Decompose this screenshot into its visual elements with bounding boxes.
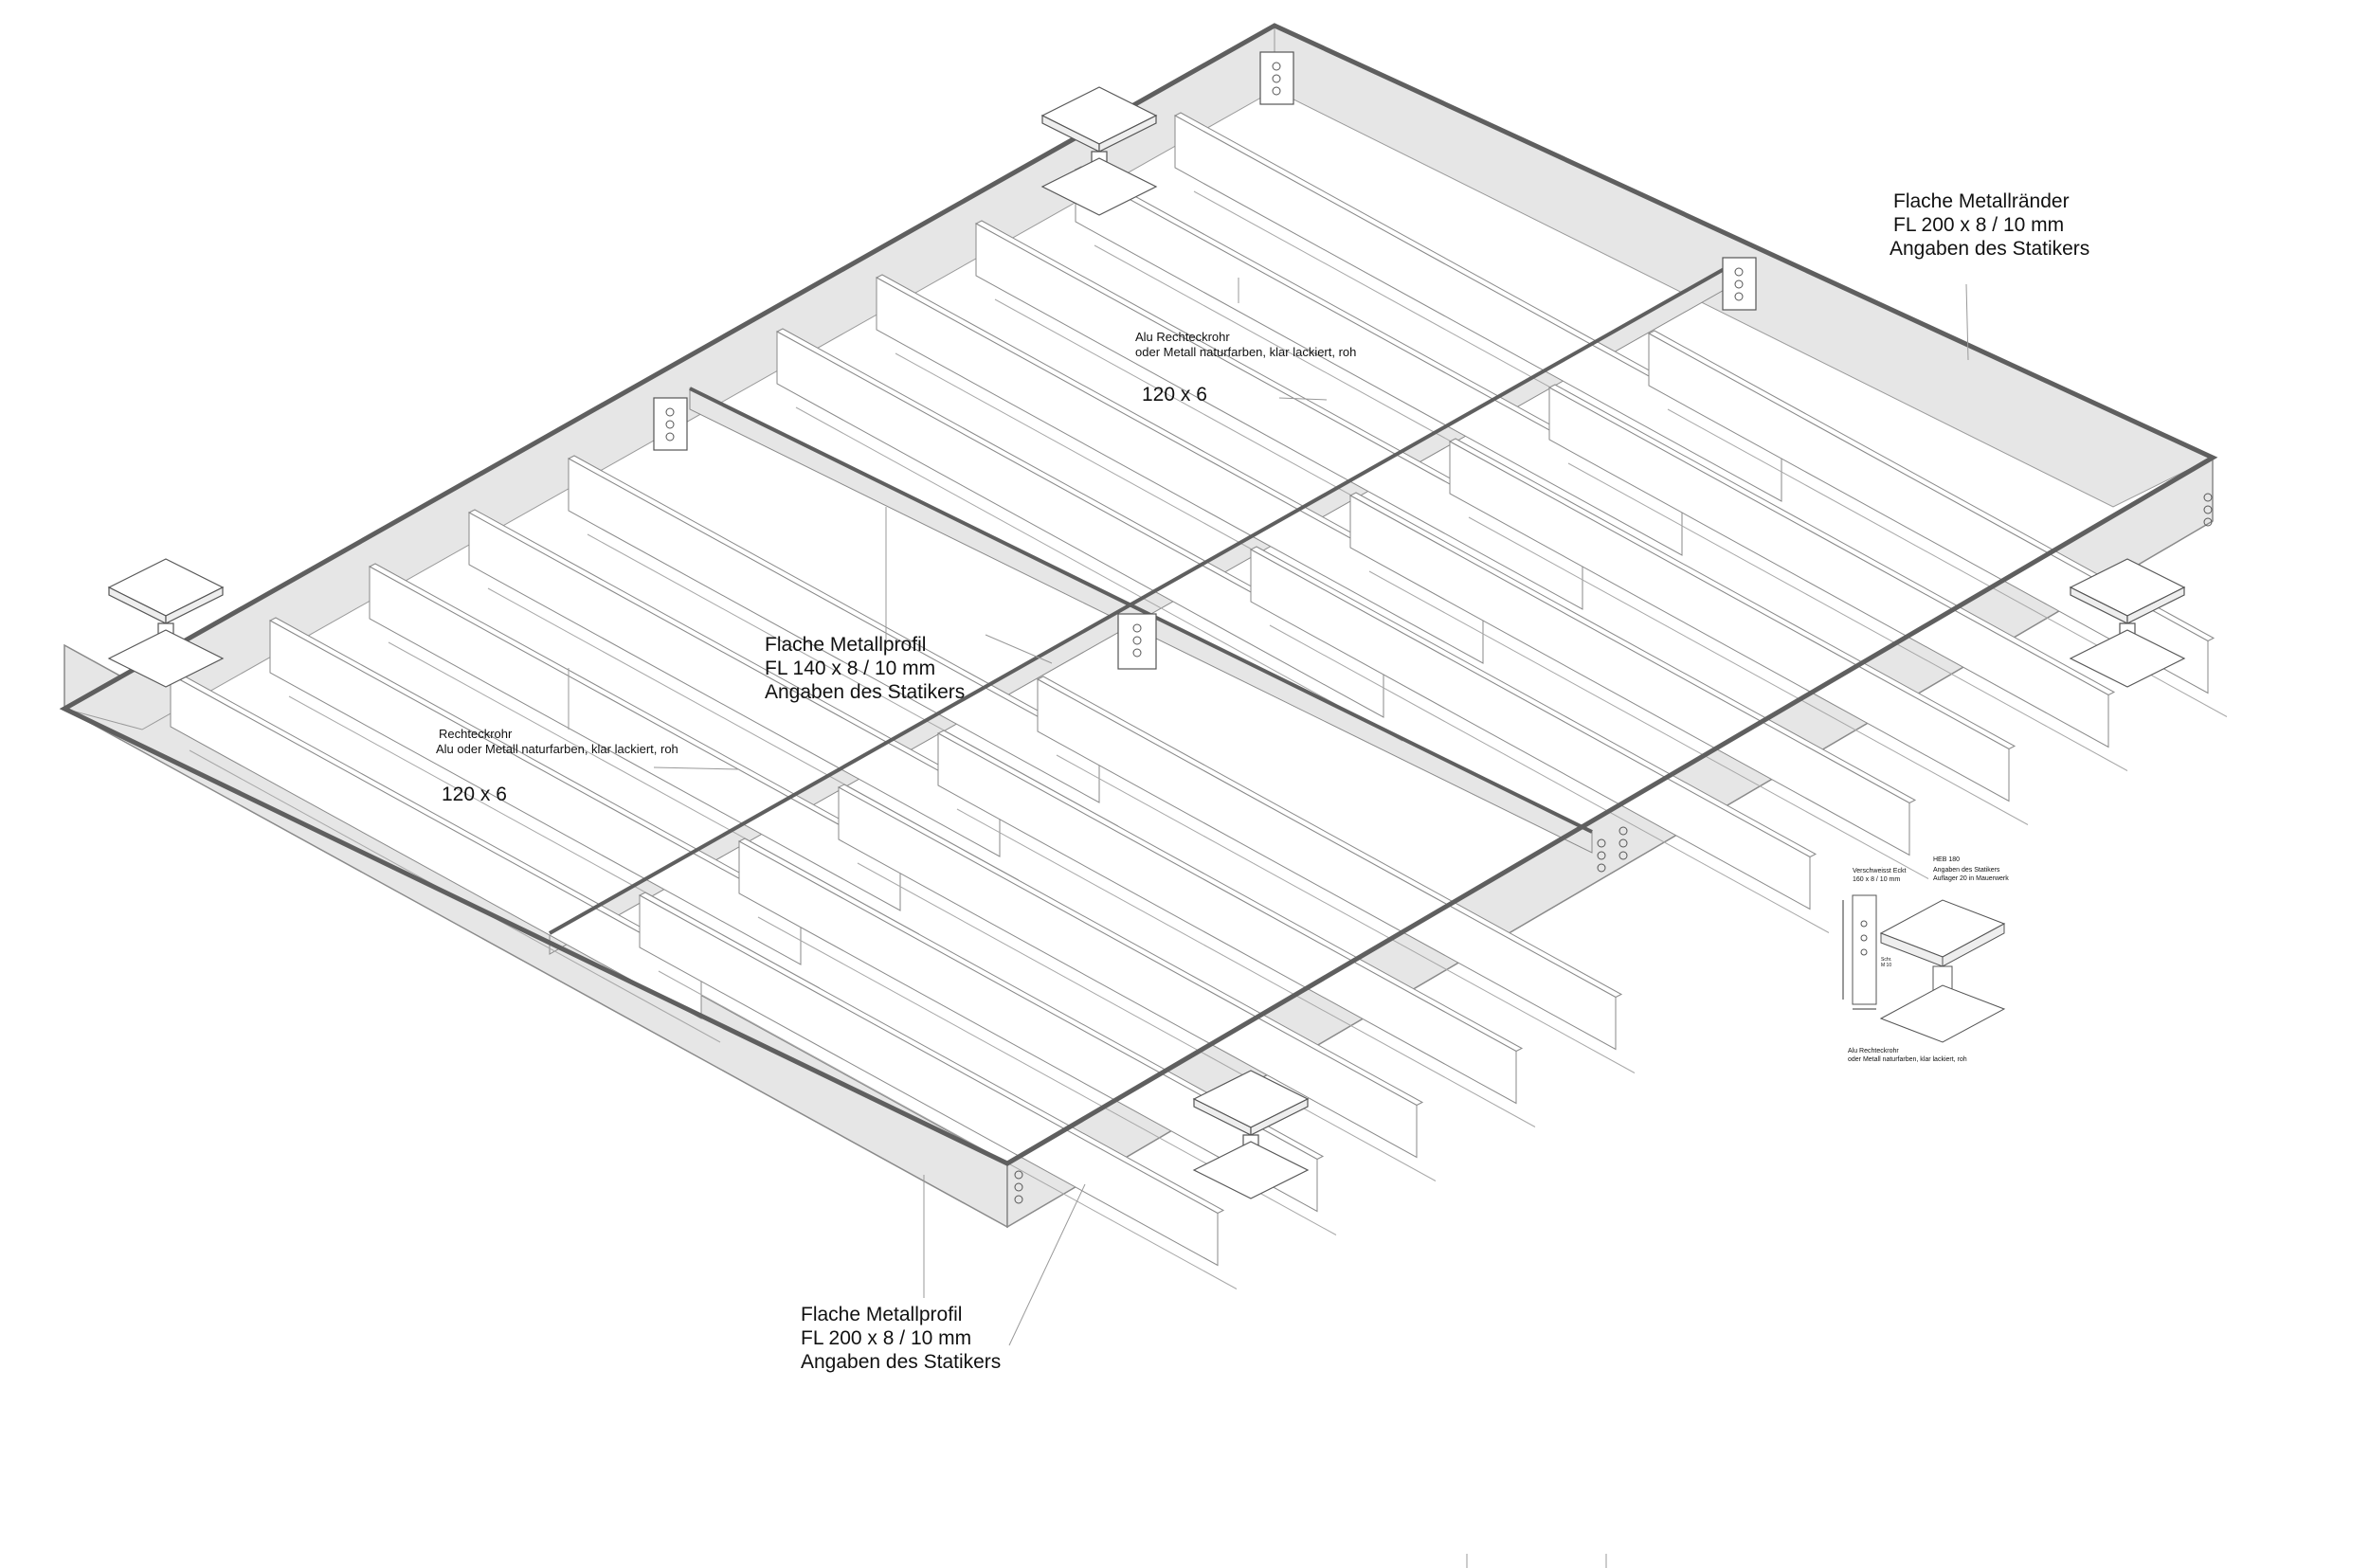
detail-small-label: Schr. M 10 <box>1881 957 1891 968</box>
bolts-front-corner <box>1014 1170 1023 1204</box>
slat-face-13 <box>1075 169 1683 556</box>
slat-floor-line-18 <box>1567 462 2128 771</box>
slat-face-4 <box>568 458 1100 803</box>
support-top-flange-front-0 <box>1098 115 1157 153</box>
slat-floor-line-9 <box>1056 754 1636 1073</box>
top-right-line2: FL 200 x 8 / 10 mm <box>1893 214 2065 236</box>
slat-floor-line-16 <box>1368 570 1929 879</box>
left-tube-label: Rechteckrohr Alu oder Metall naturfarben… <box>436 727 678 757</box>
bottom-line1: Flache Metallprofil <box>801 1304 963 1325</box>
center-line1: Flache Metallprofil <box>765 634 927 656</box>
center-divider-long <box>689 387 1593 834</box>
center-divider-cross <box>549 261 1735 935</box>
detail-heb-label: HEB 180 Angaben des Statikers Auflager 2… <box>1933 856 2009 883</box>
upper-tube-line1: Alu Rechteckrohr <box>1135 330 1230 344</box>
detail-small2: M 10 <box>1881 963 1892 968</box>
left-tube-line2: Alu oder Metall naturfarben, klar lackie… <box>436 742 678 756</box>
detail-heb-note2: Auflager 20 in Mauerwerk <box>1933 875 2009 882</box>
bottom-label: Flache Metallprofil FL 200 x 8 / 10 mm A… <box>801 1303 1001 1374</box>
upper-tube-line2: oder Metall naturfarben, klar lackiert, … <box>1135 345 1357 359</box>
detail-inset <box>1842 894 2006 1043</box>
tube-slats <box>169 112 2228 1289</box>
heb-supports <box>107 86 2186 1199</box>
slat-floor-line-15 <box>1269 624 1830 933</box>
support-top-flange-front-3 <box>1250 1098 1309 1136</box>
slat-face-16 <box>1349 495 1910 856</box>
slat-face-3 <box>468 512 1001 857</box>
detail-heb: HEB 180 <box>1933 856 1961 863</box>
slat-face-10 <box>776 331 1384 718</box>
detail-corner2: 160 x 8 / 10 mm <box>1853 876 1901 883</box>
slat-face-14 <box>1174 115 1782 502</box>
slat-face-17 <box>1449 441 2010 802</box>
support-bottom-flange-0 <box>1040 157 1158 216</box>
top-right-line1: Flache Metallränder <box>1893 190 2070 212</box>
detail-corner1: Verschweisst Eckt <box>1853 868 1907 874</box>
plate-top <box>1259 51 1294 105</box>
slat-face-19 <box>1648 333 2209 694</box>
slat-face-11 <box>876 277 1484 664</box>
support-top-flange-1 <box>107 558 225 617</box>
slat-floor-line-8 <box>956 808 1536 1127</box>
bolts-right-end <box>2203 493 2213 527</box>
support-top-flange-front-1 <box>165 586 224 624</box>
slat-floor-line-17 <box>1468 516 2029 825</box>
bolts-front-right <box>1597 826 1628 873</box>
support-bottom-flange-3 <box>1192 1141 1310 1199</box>
left-tube-dimension: 120 x 6 <box>442 784 507 805</box>
plate-left-mid <box>653 397 688 451</box>
plate-center <box>1117 613 1157 670</box>
slat-face-5 <box>639 894 1219 1267</box>
top-right-label: Flache Metallränder FL 200 x 8 / 10 mm A… <box>1890 189 2090 261</box>
left-tube-line1: Rechteckrohr <box>439 727 513 741</box>
slat-face-8 <box>937 732 1517 1105</box>
slat-floor-line-10 <box>795 406 1403 742</box>
upper-tube-dimension: 120 x 6 <box>1142 384 1207 406</box>
slat-face-7 <box>838 786 1418 1159</box>
support-top-flange-front-2 <box>2126 586 2185 624</box>
detail-tube1: Alu Rechteckrohr <box>1848 1048 1899 1054</box>
detail-small1: Schr. <box>1881 957 1892 963</box>
top-right-line3: Angaben des Statikers <box>1890 238 2090 260</box>
center-line3: Angaben des Statikers <box>765 681 966 703</box>
center-line2: FL 140 x 8 / 10 mm <box>765 658 936 679</box>
slat-face-0 <box>170 674 702 1019</box>
center-label: Flache Metallprofil FL 140 x 8 / 10 mm A… <box>765 633 965 704</box>
slat-face-2 <box>369 566 901 911</box>
plate-right-mid <box>1722 257 1757 311</box>
detail-tube-label: Alu Rechteckrohr oder Metall naturfarben… <box>1848 1047 1967 1064</box>
upper-tube-label: Alu Rechteckrohr oder Metall naturfarben… <box>1135 330 1356 360</box>
bottom-line3: Angaben des Statikers <box>801 1351 1002 1373</box>
frame-top-edge <box>59 23 2218 1166</box>
slat-floor-line-5 <box>658 970 1238 1289</box>
slat-face-12 <box>975 223 1583 610</box>
slat-face-18 <box>1548 387 2109 748</box>
slat-face-1 <box>269 620 802 965</box>
leader-lines <box>568 278 1969 1568</box>
detail-corner-label: Verschweisst Eckt 160 x 8 / 10 mm <box>1853 867 1906 884</box>
detail-heb-note1: Angaben des Statikers <box>1933 867 2000 874</box>
support-bottom-flange-2 <box>2069 629 2186 688</box>
slat-face-9 <box>1037 678 1617 1051</box>
support-bottom-flange-1 <box>107 629 225 688</box>
slat-floor-line-7 <box>857 862 1437 1181</box>
slat-face-15 <box>1250 549 1811 910</box>
slat-face-6 <box>738 840 1318 1213</box>
detail-tube2: oder Metall naturfarben, klar lackiert, … <box>1848 1056 1967 1063</box>
bottom-line2: FL 200 x 8 / 10 mm <box>801 1327 972 1349</box>
